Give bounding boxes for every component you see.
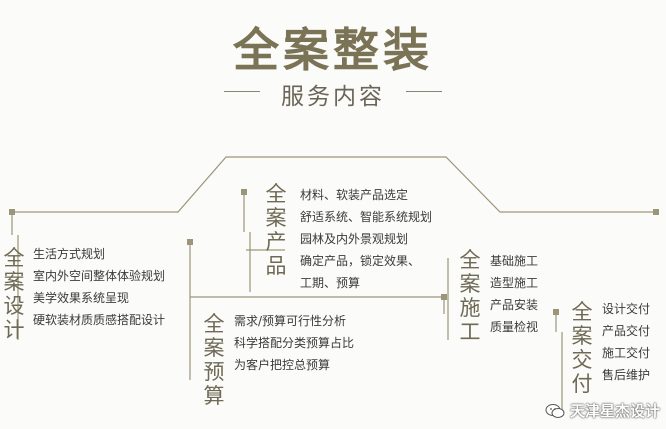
budget-heading: 全 案 预 算 (203, 312, 225, 408)
list-item: 园林及内外景观规划 (300, 232, 409, 246)
list-item: 工期、预算 (300, 276, 361, 290)
list-item: 硬软装材质质感搭配设计 (33, 313, 166, 327)
list-item: 设计交付 (602, 302, 651, 316)
list-item: 产品交付 (602, 324, 651, 338)
subtitle-right-rule (406, 91, 442, 92)
list-item: 舒适系统、智能系统规划 (300, 210, 433, 224)
list-item: 确定产品，锁定效果、 (300, 254, 421, 268)
delivery-heading: 全 案 交 付 (571, 300, 593, 396)
construction-items: 基础施工 造型施工 产品安装 质量检视 (490, 250, 538, 338)
marker-products (241, 189, 247, 195)
list-item: 需求/预算可行性分析 (234, 314, 347, 328)
list-item: 造型施工 (490, 276, 539, 290)
list-item: 产品安装 (490, 298, 539, 312)
list-item: 基础施工 (490, 254, 539, 268)
watermark: 天津星杰设计 (545, 400, 660, 421)
wechat-icon (545, 403, 565, 419)
list-item: 施工交付 (602, 346, 651, 360)
page-title: 全案整装 (233, 23, 433, 77)
list-item: 生活方式规划 (33, 247, 106, 261)
list-item: 质量检视 (490, 320, 539, 334)
products-items: 材料、软装产品选定 舒适系统、智能系统规划 园林及内外景观规划 确定产品，锁定效… (300, 184, 432, 294)
subtitle-left-rule (224, 91, 260, 92)
watermark-text: 天津星杰设计 (569, 402, 660, 420)
list-item: 室内外空间整体体验规划 (33, 269, 166, 283)
construction-heading: 全 案 施 工 (459, 248, 481, 344)
products-heading: 全 案 产 品 (265, 182, 287, 278)
list-item: 美学效果系统呈现 (33, 291, 130, 305)
marker-budget (187, 239, 193, 245)
marker-left-end (9, 209, 15, 215)
design-heading: 全 案 设 计 (3, 246, 25, 342)
budget-items: 需求/预算可行性分析 科学搭配分类预算占比 为客户把控总预算 (234, 310, 354, 376)
page-subtitle: 服务内容 (281, 84, 385, 110)
list-item: 为客户把控总预算 (234, 358, 331, 372)
design-items: 生活方式规划 室内外空间整体体验规划 美学效果系统呈现 硬软装材质质感搭配设计 (33, 243, 165, 331)
subtitle-row: 服务内容 (0, 77, 666, 110)
delivery-items: 设计交付 产品交付 施工交付 售后维护 (602, 298, 650, 386)
marker-delivery (553, 309, 559, 315)
list-item: 材料、软装产品选定 (300, 188, 409, 202)
marker-construction (441, 294, 447, 300)
list-item: 科学搭配分类预算占比 (234, 336, 355, 350)
marker-right-end (653, 209, 659, 215)
list-item: 售后维护 (602, 368, 651, 382)
